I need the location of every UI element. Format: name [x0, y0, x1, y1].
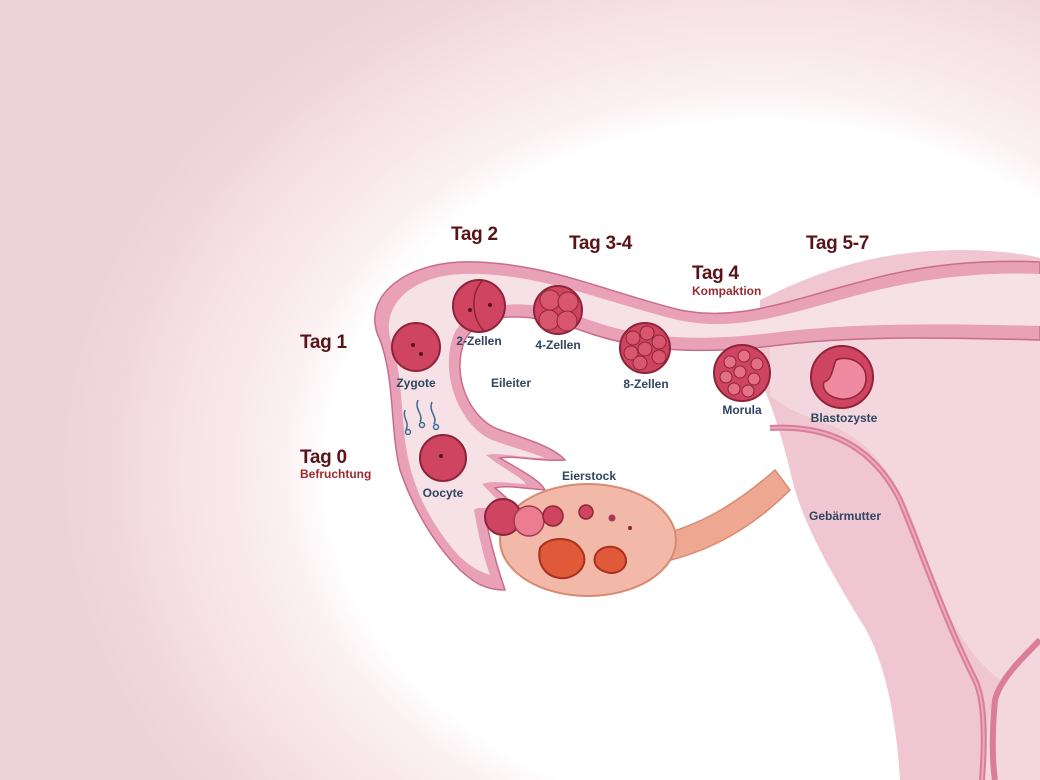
day-sub-0: Befruchtung — [300, 467, 372, 481]
zygote-cell — [391, 322, 441, 372]
stage-label-oocyte: Oocyte — [422, 486, 464, 500]
day-label-2: Tag 2 — [451, 224, 498, 245]
sperm-icons — [403, 399, 440, 436]
stage-label-zygote: Zygote — [396, 376, 436, 390]
day-label-4: Tag 4 — [692, 263, 739, 284]
day-sub-4: Kompaktion — [692, 284, 762, 298]
two-cell-embryo — [452, 279, 506, 333]
stage-label-4-cell: 4-Zellen — [535, 338, 581, 352]
oocyte-cell — [419, 434, 467, 482]
stage-label-8-cell: 8-Zellen — [623, 377, 669, 391]
stage-label-blastocyst: Blastozyste — [810, 411, 878, 425]
four-cell-embryo — [533, 285, 583, 335]
ovarian-ligament — [638, 468, 791, 566]
day-label-1: Tag 1 — [300, 332, 347, 353]
anatomy-label-uterus: Gebärmutter — [808, 509, 882, 523]
day-label-5: Tag 5-7 — [806, 233, 870, 254]
eight-cell-embryo — [619, 322, 671, 374]
blastocyst — [810, 345, 874, 409]
anatomy-label-ovary: Eierstock — [561, 469, 617, 483]
morula — [713, 344, 771, 402]
stage-label-2-cell: 2-Zellen — [456, 334, 502, 348]
ovary — [484, 483, 677, 597]
anatomy-label-oviduct: Eileiter — [490, 376, 532, 390]
day-label-3: Tag 3-4 — [569, 233, 633, 254]
day-label-0: Tag 0 — [300, 447, 347, 468]
stage-label-morula: Morula — [722, 403, 762, 417]
